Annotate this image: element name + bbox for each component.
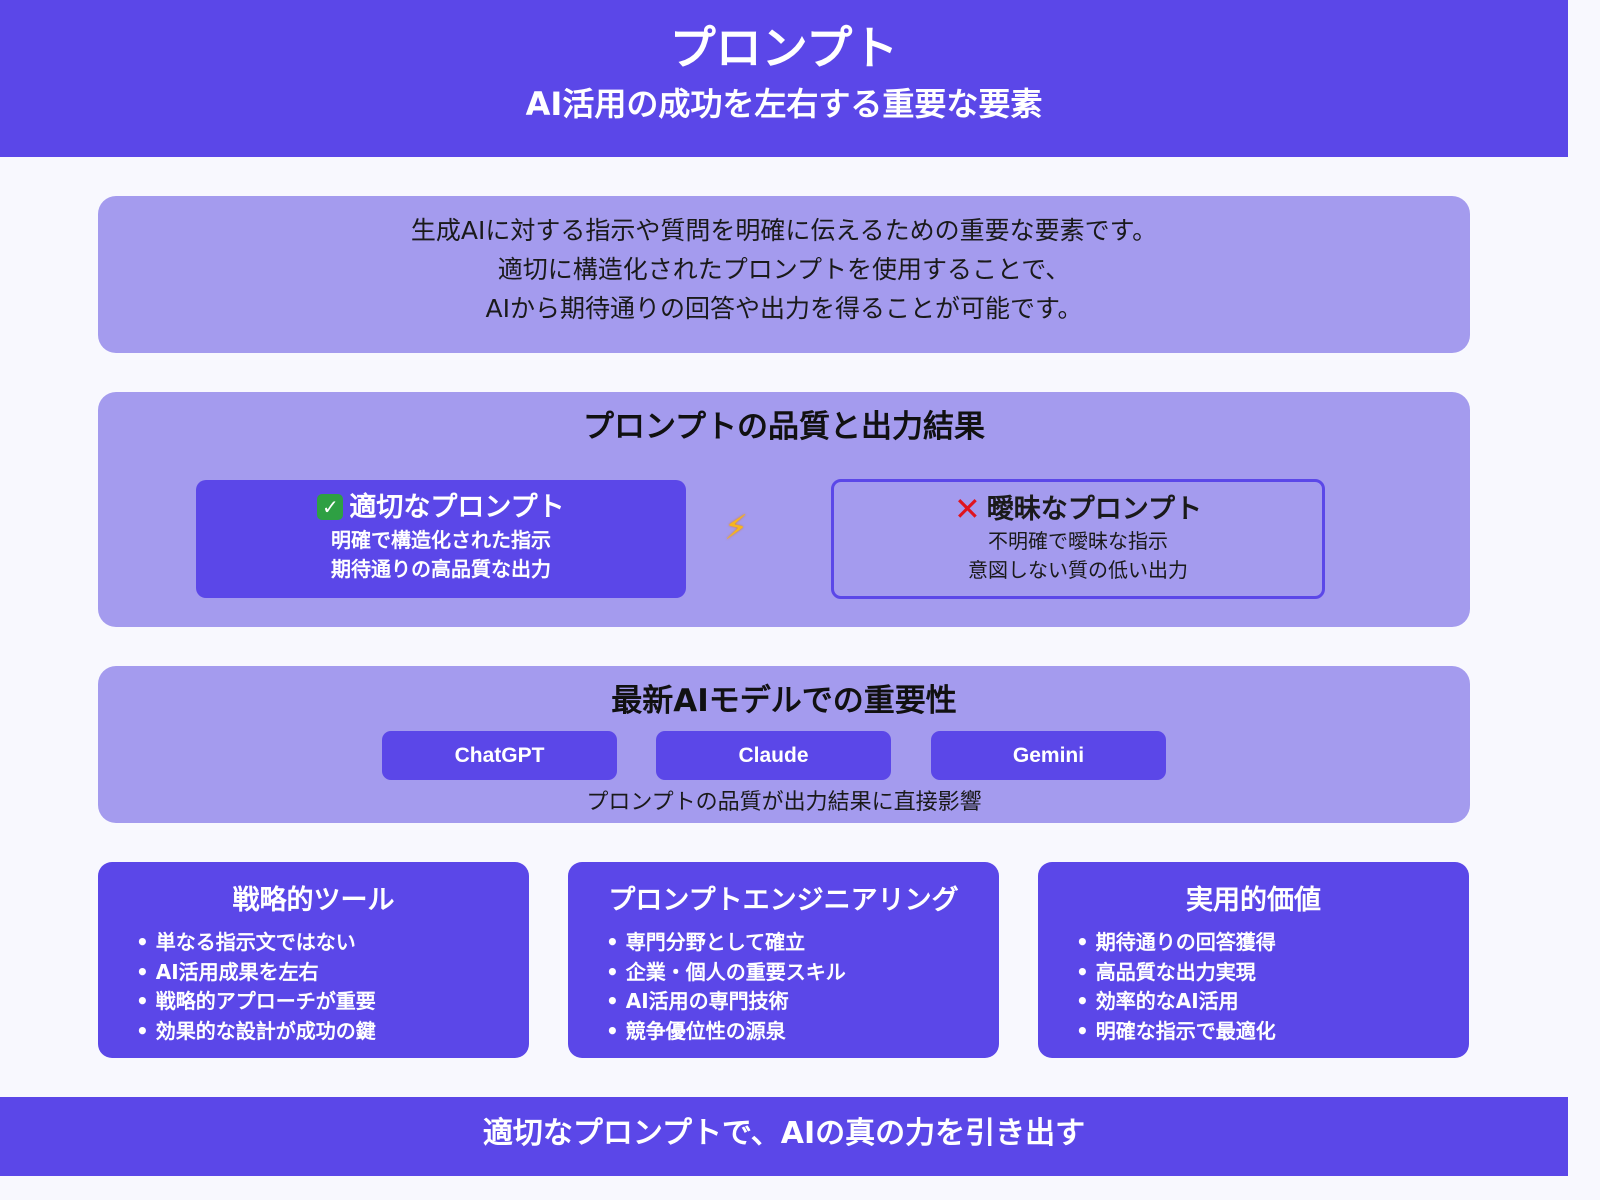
intro-line: 生成AIに対する指示や質問を明確に伝えるための重要な要素です。	[410, 216, 1158, 245]
card-strategic-tool: 戦略的ツール 単なる指示文ではない AI活用成果を左右 戦略的アプローチが重要 …	[98, 862, 529, 1058]
models-note: プロンプトの品質が出力結果に直接影響	[586, 790, 982, 815]
bad-prompt-line: 不明確で曖昧な指示	[988, 529, 1168, 553]
intro-line: 適切に構造化されたプロンプトを使用することで、	[497, 255, 1071, 284]
card-list-item: 高品質な出力実現	[1076, 958, 1276, 988]
good-prompt-line: 明確で構造化された指示	[331, 528, 551, 552]
card-list-item: 競争優位性の源泉	[606, 1017, 846, 1047]
card-list-item: 専門分野として確立	[606, 928, 846, 958]
card-list-item: AI活用成果を左右	[136, 958, 376, 988]
bad-prompt-line: 意図しない質の低い出力	[968, 558, 1188, 582]
models-section-title: 最新AIモデルでの重要性	[611, 683, 957, 719]
models-panel: 最新AIモデルでの重要性 ChatGPT Claude Gemini プロンプト…	[98, 666, 1470, 823]
card-list-item: 期待通りの回答獲得	[1076, 928, 1276, 958]
card-list-item: 戦略的アプローチが重要	[136, 987, 376, 1017]
card-list: 期待通りの回答獲得 高品質な出力実現 効率的なAI活用 明確な指示で最適化	[1076, 928, 1276, 1046]
check-mark-icon: ✓	[317, 494, 344, 520]
bad-prompt-heading: ✕曖昧なプロンプト	[834, 491, 1322, 528]
card-practical-value: 実用的価値 期待通りの回答獲得 高品質な出力実現 効率的なAI活用 明確な指示で…	[1038, 862, 1469, 1058]
footer-banner: 適切なプロンプトで、AIの真の力を引き出す	[0, 1097, 1568, 1176]
card-list: 専門分野として確立 企業・個人の重要スキル AI活用の専門技術 競争優位性の源泉	[606, 928, 846, 1046]
card-list-item: AI活用の専門技術	[606, 987, 846, 1017]
card-list-item: 明確な指示で最適化	[1076, 1017, 1276, 1047]
card-list-item: 効率的なAI活用	[1076, 987, 1276, 1017]
model-gemini-button[interactable]: Gemini	[931, 731, 1166, 780]
good-prompt-heading: ✓適切なプロンプト	[196, 490, 686, 526]
card-list-item: 企業・個人の重要スキル	[606, 958, 846, 988]
good-prompt-heading-text: 適切なプロンプト	[349, 492, 565, 523]
footer-text: 適切なプロンプトで、AIの真の力を引き出す	[482, 1116, 1086, 1151]
card-title: 実用的価値	[1186, 885, 1321, 916]
good-prompt-line: 期待通りの高品質な出力	[331, 557, 551, 581]
header-banner: プロンプト AI活用の成功を左右する重要な要素	[0, 0, 1568, 157]
intro-panel: 生成AIに対する指示や質問を明確に伝えるための重要な要素です。 適切に構造化され…	[98, 196, 1470, 353]
bad-prompt-box: ✕曖昧なプロンプト 不明確で曖昧な指示 意図しない質の低い出力	[831, 479, 1325, 599]
model-chatgpt-button[interactable]: ChatGPT	[382, 731, 617, 780]
page-subtitle: AI活用の成功を左右する重要な要素	[525, 85, 1043, 123]
card-list: 単なる指示文ではない AI活用成果を左右 戦略的アプローチが重要 効果的な設計が…	[136, 928, 376, 1046]
card-title: プロンプトエンジニアリング	[608, 885, 959, 916]
bad-prompt-heading-text: 曖昧なプロンプト	[986, 494, 1202, 525]
good-prompt-box: ✓適切なプロンプト 明確で構造化された指示 期待通りの高品質な出力	[196, 480, 686, 598]
lightning-bolt-icon: ⚡	[724, 508, 748, 548]
model-claude-button[interactable]: Claude	[656, 731, 891, 780]
cross-mark-icon: ✕	[953, 490, 981, 528]
card-prompt-engineering: プロンプトエンジニアリング 専門分野として確立 企業・個人の重要スキル AI活用…	[568, 862, 999, 1058]
page-title: プロンプト	[669, 21, 899, 75]
intro-line: AIから期待通りの回答や出力を得ることが可能です。	[485, 294, 1083, 323]
card-title: 戦略的ツール	[232, 885, 395, 916]
card-list-item: 効果的な設計が成功の鍵	[136, 1017, 376, 1047]
quality-section-title: プロンプトの品質と出力結果	[582, 409, 986, 445]
quality-panel: プロンプトの品質と出力結果 ✓適切なプロンプト 明確で構造化された指示 期待通り…	[98, 392, 1470, 627]
card-list-item: 単なる指示文ではない	[136, 928, 376, 958]
